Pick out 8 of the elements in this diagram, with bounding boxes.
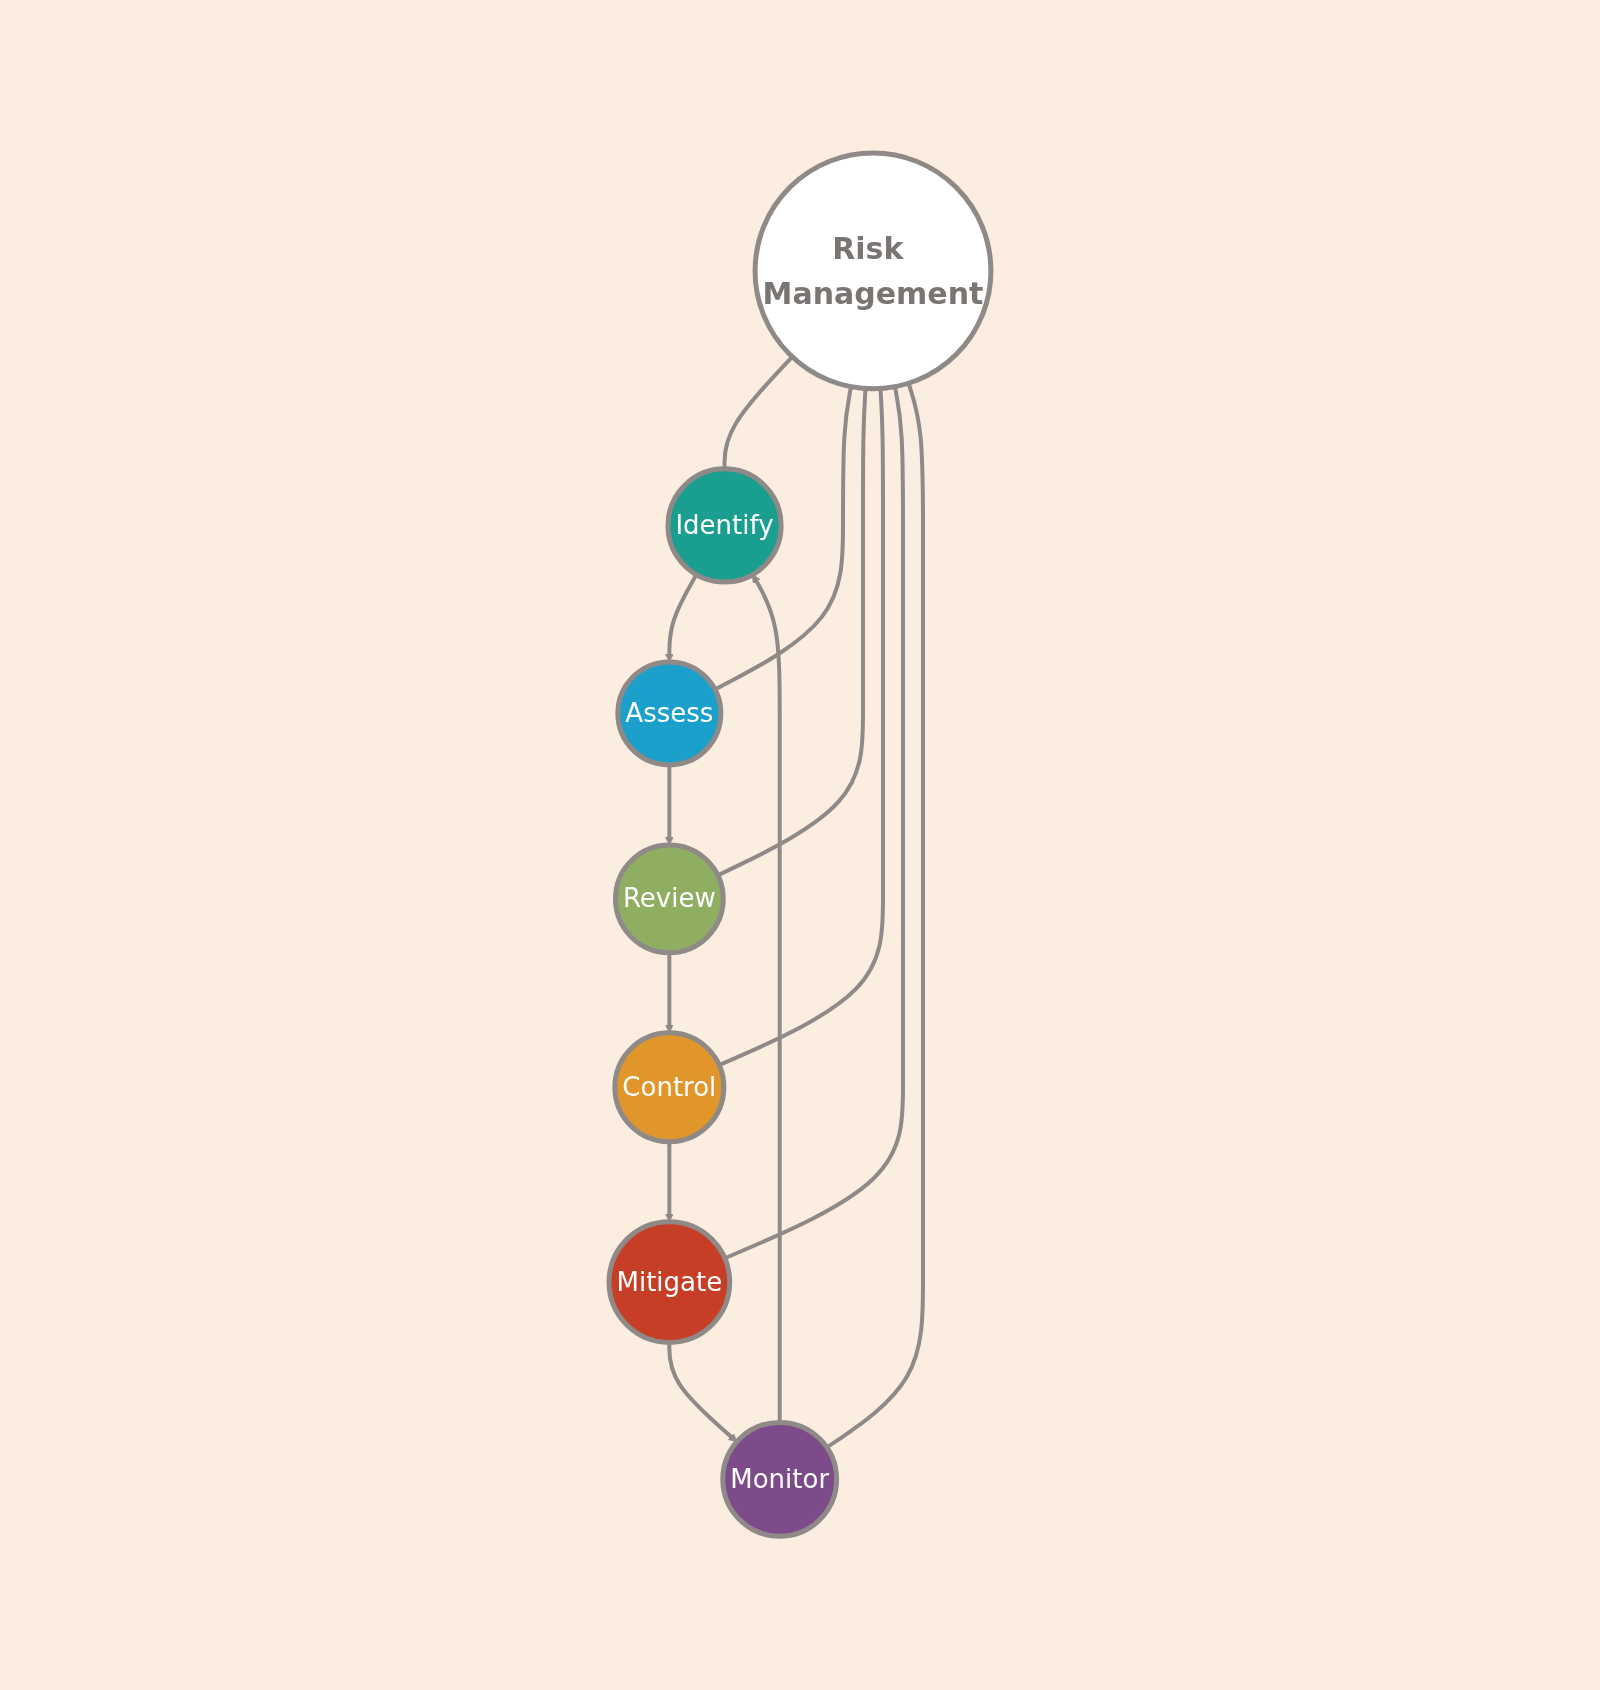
node-circle: Identify bbox=[665, 466, 784, 585]
node-circle: Assess bbox=[615, 659, 724, 768]
node-circle: Risk Management bbox=[752, 150, 994, 392]
connector bbox=[825, 383, 926, 1450]
node-circle: Mitigate bbox=[606, 1219, 733, 1346]
node-circle: Monitor bbox=[720, 1420, 840, 1540]
node-circle: Control bbox=[612, 1030, 727, 1145]
node-circle: Review bbox=[613, 842, 726, 956]
